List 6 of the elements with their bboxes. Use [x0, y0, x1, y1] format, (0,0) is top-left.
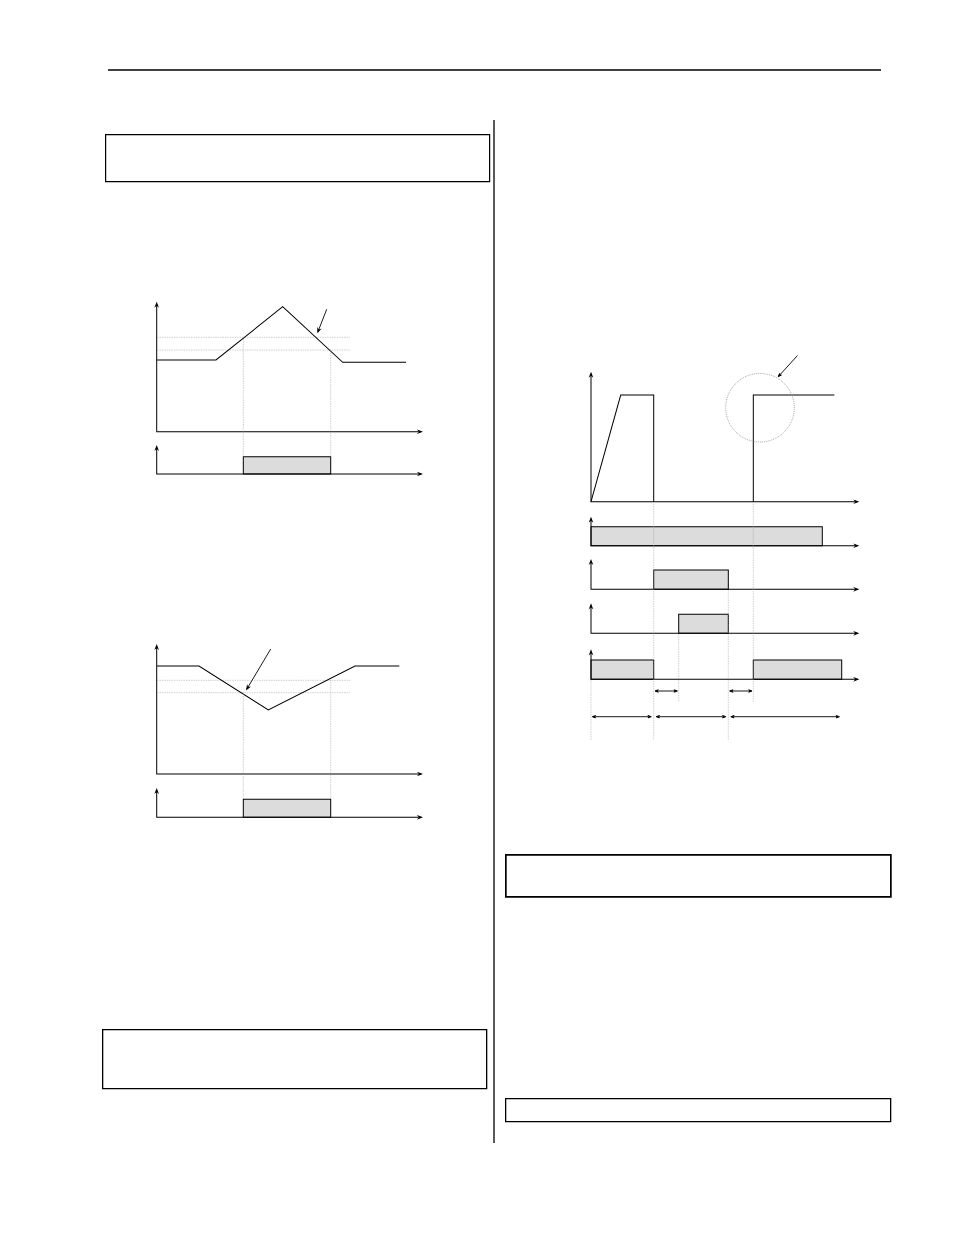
outline-box	[105, 134, 491, 183]
outline-box	[102, 1029, 488, 1090]
pointer-arrow	[777, 355, 798, 378]
outline-box	[505, 1098, 892, 1123]
highlight-circle	[725, 372, 795, 443]
outline-box	[505, 854, 892, 898]
